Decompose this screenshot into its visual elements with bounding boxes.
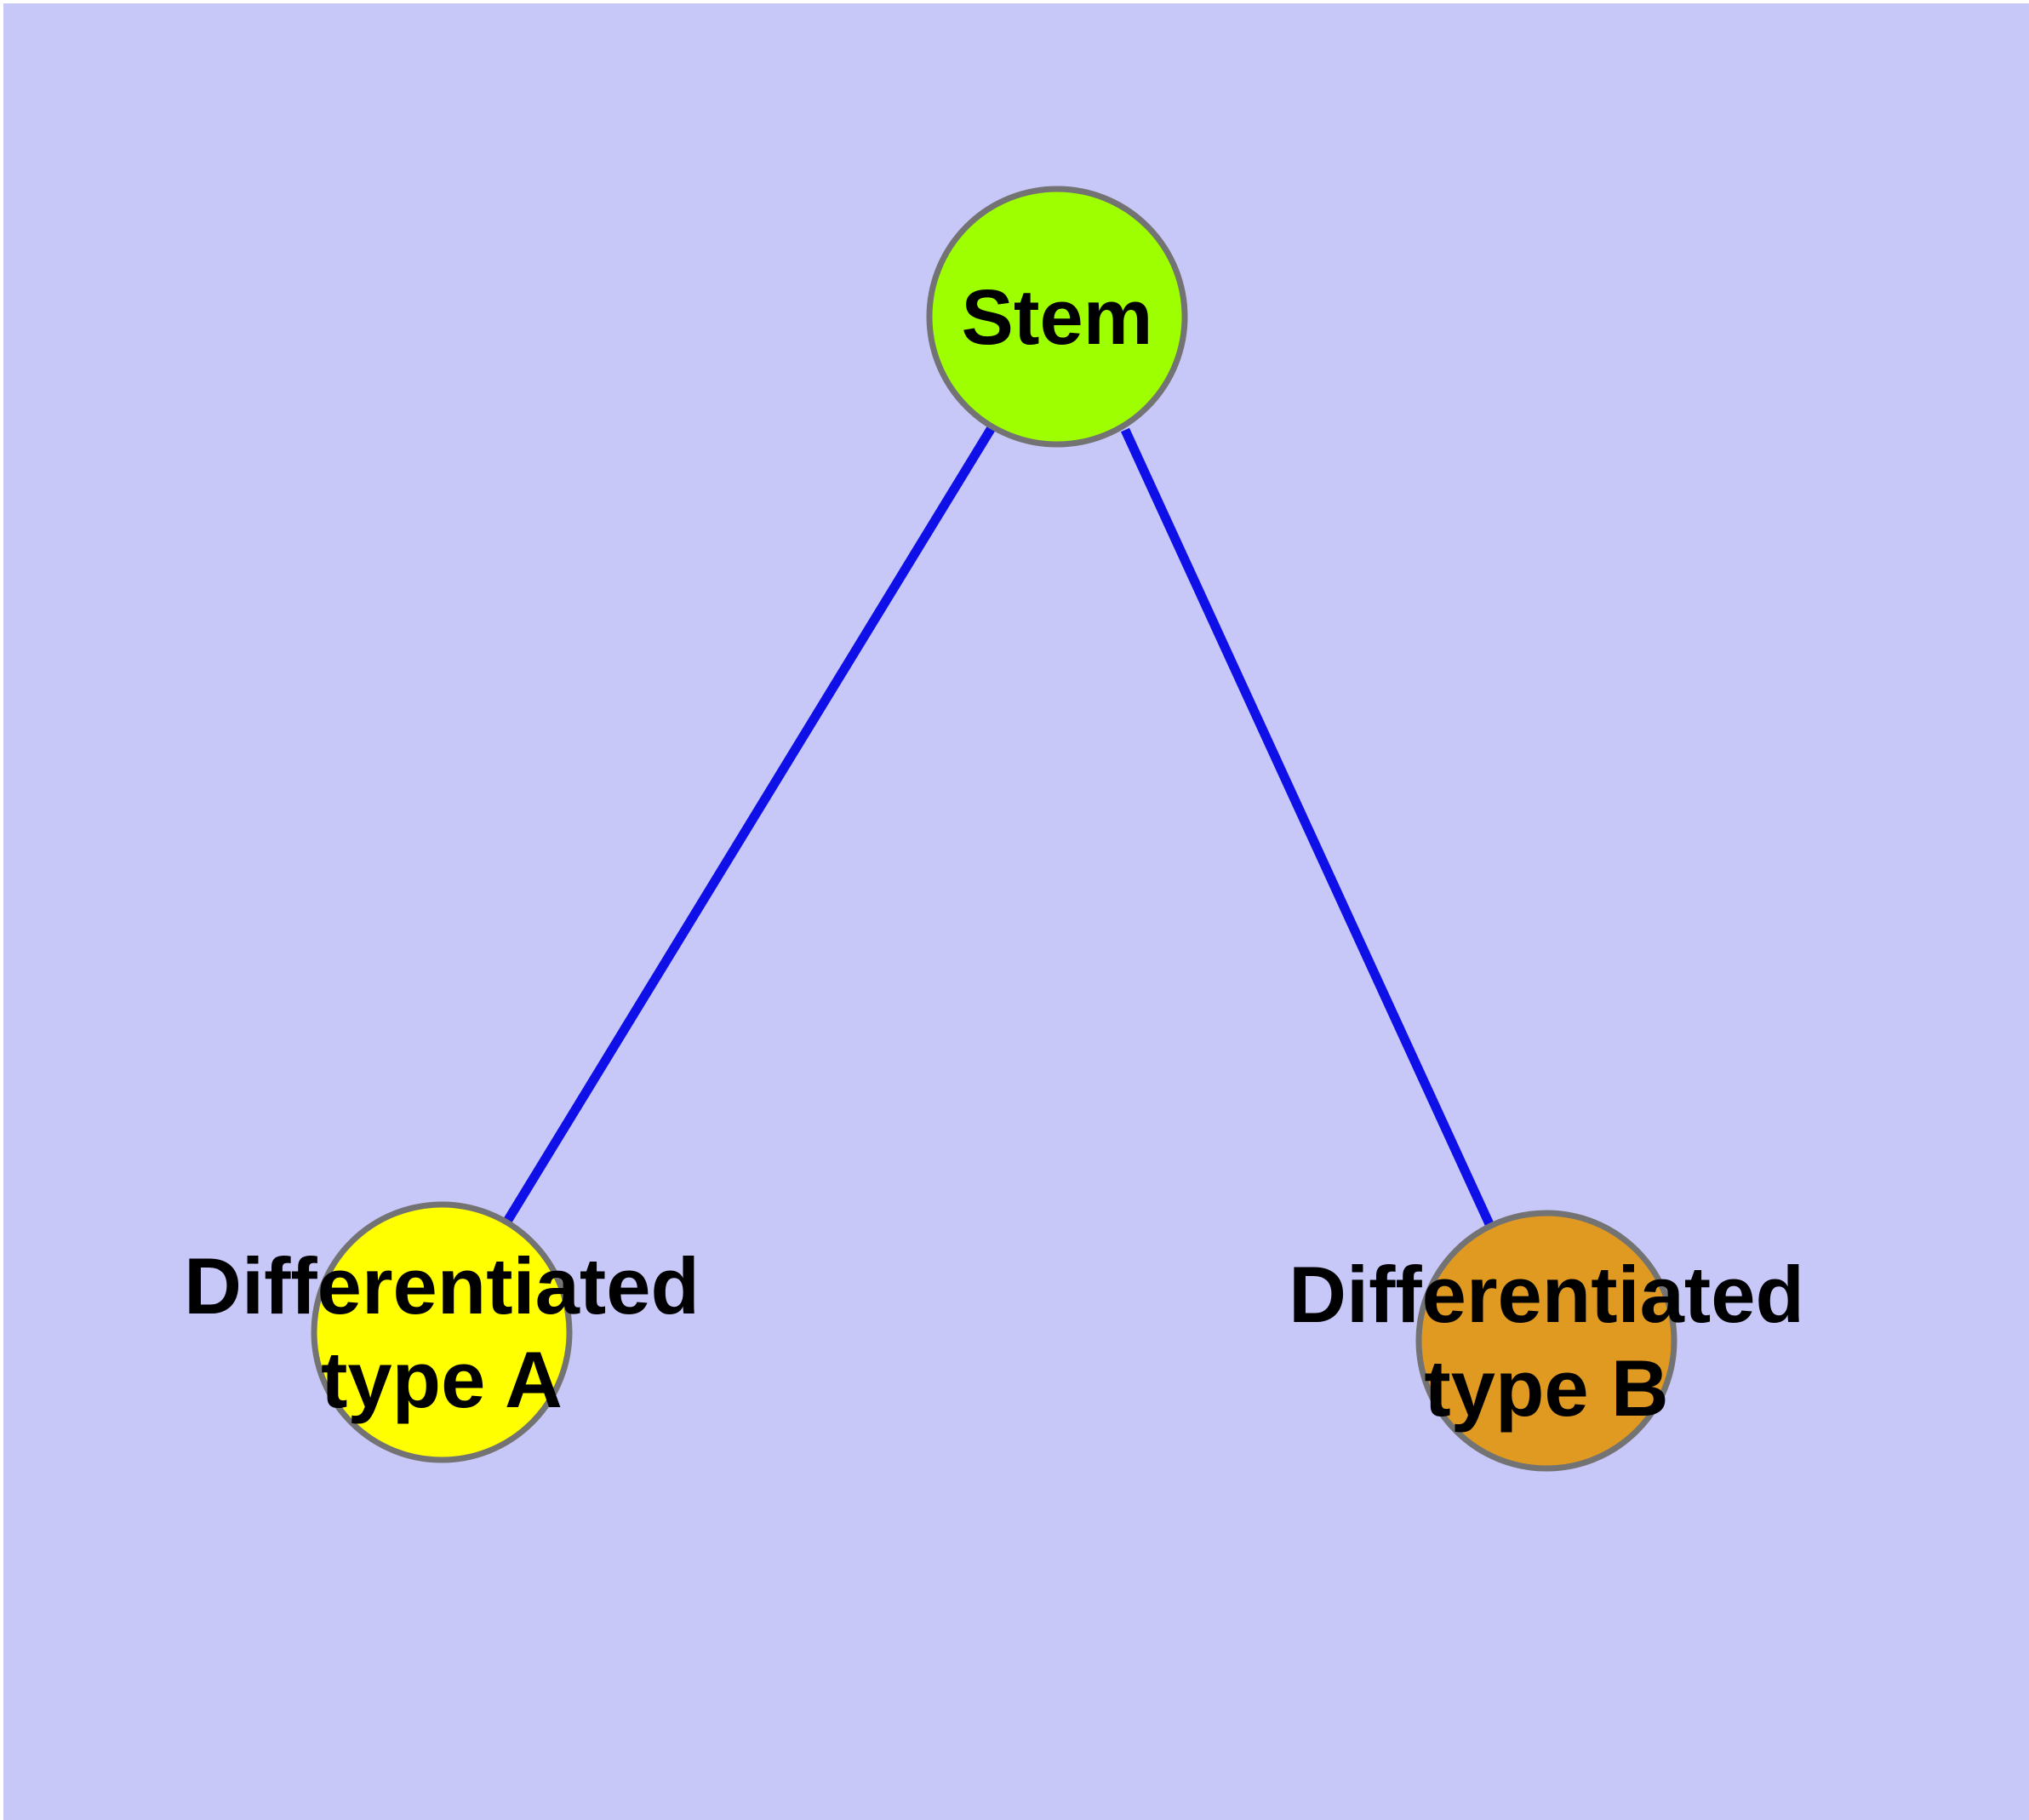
label-line: Differentiated	[184, 1241, 700, 1331]
node-stem[interactable]	[926, 186, 1188, 448]
label-line: type A	[321, 1335, 563, 1424]
edge-stem-to-diff-b[interactable]	[1121, 427, 1494, 1227]
label-line: Differentiated	[1289, 1250, 1804, 1339]
node-stem-circle[interactable]	[926, 186, 1188, 448]
node-diff-a[interactable]	[311, 1201, 573, 1463]
node-diff-b[interactable]	[1415, 1210, 1677, 1472]
edge-stem-to-diff-a[interactable]	[504, 424, 997, 1222]
edge-layer	[504, 424, 1494, 1227]
node-diff-b-circle[interactable]	[1415, 1210, 1677, 1472]
node-stem-label: Stem	[962, 274, 1153, 361]
node-diff-a-circle[interactable]	[311, 1201, 573, 1463]
label-line: Stem	[962, 274, 1153, 361]
node-layer	[311, 186, 1677, 1472]
label-line: type B	[1424, 1343, 1668, 1433]
